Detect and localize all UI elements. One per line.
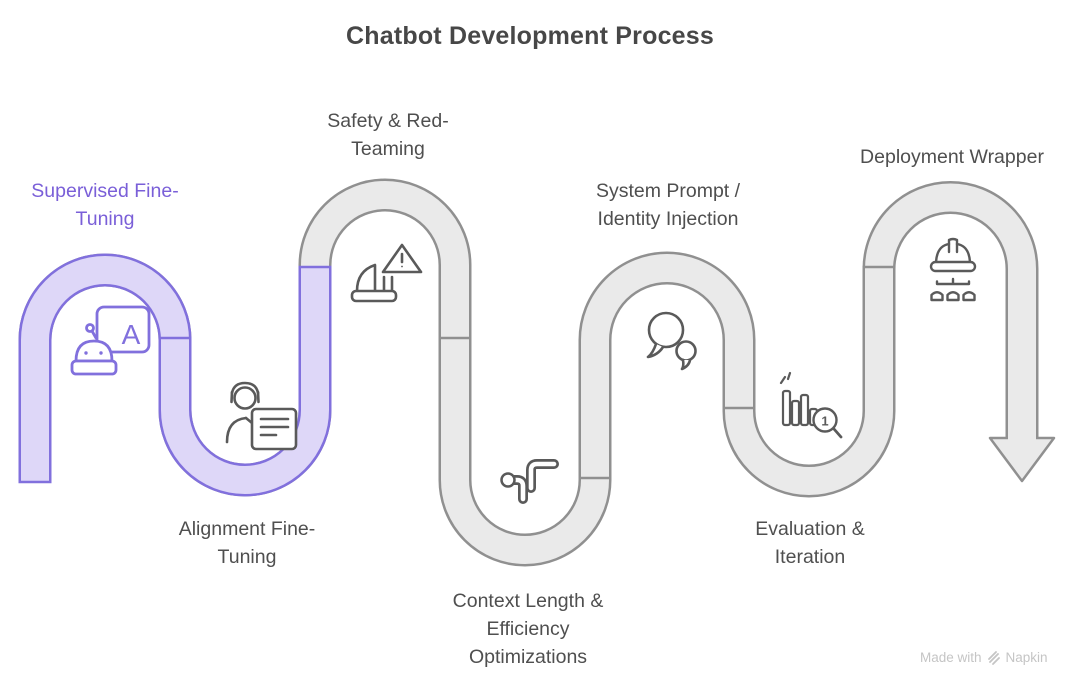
stage-label-context-length-efficiency: Context Length & Efficiency Optimization… — [452, 590, 604, 668]
made-with-napkin-watermark: Made with Napkin — [920, 650, 1048, 665]
stage-label-deployment-wrapper: Deployment Wrapper — [860, 146, 1044, 168]
board-letter: A — [122, 319, 141, 350]
stage-label-safety-red-teaming: Safety & Red- Teaming — [327, 110, 449, 160]
track-highlight-segment — [18, 253, 332, 497]
arrow-end — [988, 428, 1056, 483]
watermark-prefix: Made with — [920, 650, 982, 665]
chat-bubbles-icon — [646, 311, 697, 371]
segment-dividers — [18, 265, 896, 484]
page-title: Chatbot Development Process — [346, 22, 714, 50]
watermark-brand: Napkin — [1005, 650, 1048, 665]
warning-helmet-icon — [350, 243, 423, 303]
hard-hat-hierarchy-icon — [929, 237, 977, 302]
stage-label-supervised-fine-tuning: Supervised Fine- Tuning — [31, 180, 179, 230]
stage-label-system-prompt-identity: System Prompt / Identity Injection — [595, 180, 741, 230]
magnifier-number: 1 — [821, 414, 828, 429]
stage-label-evaluation-iteration: Evaluation & Iteration — [755, 518, 865, 568]
napkin-logo-icon — [987, 650, 1000, 665]
stage-label-alignment-fine-tuning: Alignment Fine- Tuning — [178, 518, 316, 568]
route-connector-icon — [500, 459, 559, 504]
bar-chart-magnifier-icon: 1 — [779, 371, 843, 439]
robot-training-icon: A — [70, 305, 151, 376]
support-person-document-icon — [225, 381, 298, 451]
